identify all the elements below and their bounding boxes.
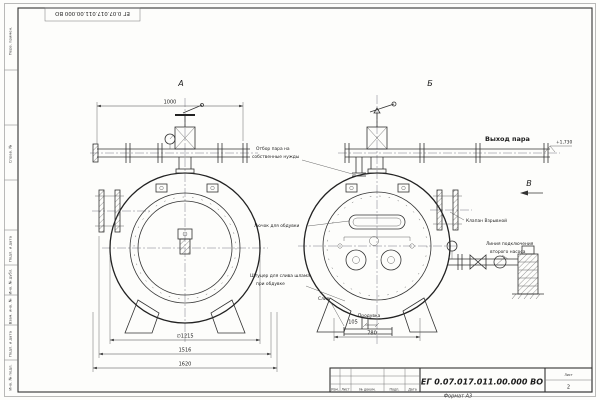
col-izm: Изм. (331, 388, 339, 392)
safety-valve-a (164, 103, 204, 150)
dimensions-b: 105 780 (333, 318, 421, 341)
lug (206, 183, 219, 193)
vessel-a (109, 168, 261, 334)
blowdown-hatch-door (348, 214, 406, 230)
margin-label: Подп. и дата (8, 331, 13, 357)
inner-frame (17, 7, 593, 393)
pressure-gauge (164, 133, 176, 145)
margin-label: Подп. и дата (8, 236, 13, 262)
dim-780: 780 (367, 331, 377, 337)
valve-lever (369, 103, 395, 113)
lug (345, 183, 358, 193)
support-leg (402, 297, 438, 333)
support-leg (124, 299, 160, 334)
pump-line-label-2: второго насоса (490, 250, 526, 255)
title-doc-number: ЕГ 0.07.017.011.00.000 ВО (421, 378, 543, 387)
center-nozzle (369, 236, 379, 246)
explosion-valve-label: Клапан Взрывной (466, 217, 507, 224)
sight-glass (380, 249, 402, 271)
margin-label: Инв. № подл. (8, 364, 13, 390)
dimensions-a: 1000 ∅1215 1516 1620 (92, 100, 278, 372)
drain-label: Слив (318, 296, 330, 302)
pressure-gauge (446, 240, 458, 252)
arrowhead (520, 190, 528, 196)
col-list: Лист (341, 388, 349, 392)
annotations-b: Отбор пара на собственные нужды Лючок дл… (250, 145, 534, 327)
dim-1620: 1620 (179, 362, 192, 368)
elevation-value: +1,730 (556, 140, 572, 146)
view-a-label: А (177, 79, 183, 88)
margin-label: Перв. примен. (8, 27, 13, 56)
sight-glass (345, 249, 367, 271)
explosion-valve-assembly (433, 189, 462, 231)
blowdown-label: Продувка (358, 313, 381, 319)
bolt-circle (133, 196, 237, 300)
hatch-door-label: Лючок для обдувки (254, 222, 299, 229)
center-fitting (179, 238, 191, 255)
left-margin-column: Перв. примен. Справ. № Подп. и дата Инв.… (4, 27, 18, 391)
view-b-label: Б (427, 79, 433, 88)
manhole-flange-a (95, 189, 124, 233)
sheet-number: 2 (567, 385, 570, 391)
dim-diameter: ∅1215 (176, 334, 193, 340)
title-block: Изм. Лист № докум. Подп. Дата ЕГ 0.07.01… (329, 367, 593, 393)
col-dokum: № докум. (359, 388, 375, 392)
feedwater-line (446, 240, 544, 300)
steam-extraction-label-1: Отбор пара на (256, 145, 290, 152)
top-nozzle-flange (367, 168, 387, 174)
support-leg (210, 299, 246, 334)
sludge-label-1: Штуцер для слива шлама (250, 273, 310, 279)
sheet-label: Лист (564, 373, 572, 377)
margin-label: Инв. № дубл. (8, 269, 13, 295)
col-data: Дата (408, 388, 417, 392)
pipe-end-cap (92, 143, 99, 163)
view-v-arrow: В (520, 179, 543, 196)
vessel-b (303, 168, 451, 336)
drain-piping (343, 318, 393, 336)
second-pump (511, 245, 544, 300)
format-label: Формат А3 (444, 394, 472, 400)
top-stamp: ЕГ 0.07.017.011.00.000 ВО (44, 7, 141, 22)
margin-label: Справ. № (8, 145, 13, 164)
shutoff-valve (469, 254, 479, 270)
safety-valve-b (366, 101, 397, 150)
stamp-doc-number: ЕГ 0.07.017.011.00.000 ВО (55, 10, 130, 16)
view-a: А (90, 79, 278, 372)
steam-outlet-label: Выход пара (485, 135, 530, 143)
elevation-mark: +1,730 (544, 140, 572, 153)
dim-1516: 1516 (179, 348, 192, 354)
view-v-label: В (526, 179, 532, 188)
view-b: Б (250, 79, 572, 345)
dim-1000: 1000 (164, 100, 177, 106)
dim-105: 105 (348, 320, 358, 326)
sludge-label-2: при обдувке (256, 280, 285, 287)
lug (397, 183, 410, 193)
top-nozzle-flange (175, 168, 195, 174)
steam-extraction-label-2: собственные нужды (252, 153, 300, 160)
outer-border (4, 3, 596, 397)
check-valve (493, 255, 507, 269)
lug (155, 183, 168, 193)
col-podp: Подп. (390, 388, 400, 392)
pump-line-label-1: Линия подключения (486, 241, 534, 247)
margin-label: Взам. инв. № (8, 299, 13, 325)
steam-pipe-a (92, 143, 250, 169)
